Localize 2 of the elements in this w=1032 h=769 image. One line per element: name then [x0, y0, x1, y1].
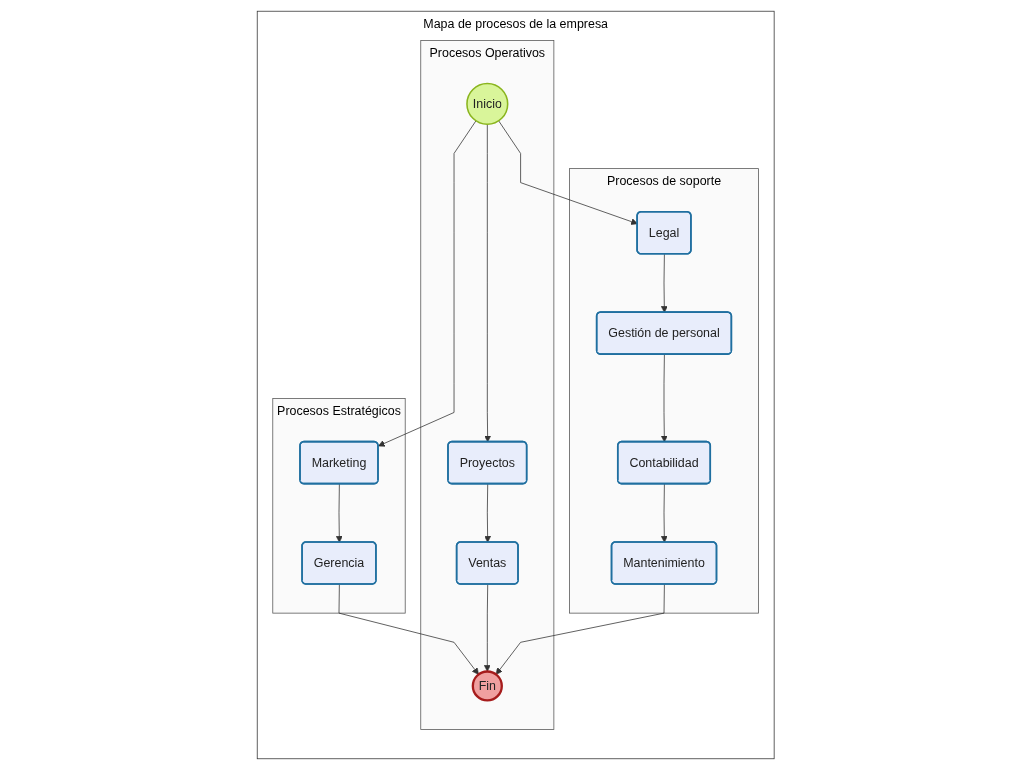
node-circle: Fin — [472, 669, 504, 702]
node-circle: Inicio — [466, 82, 509, 125]
